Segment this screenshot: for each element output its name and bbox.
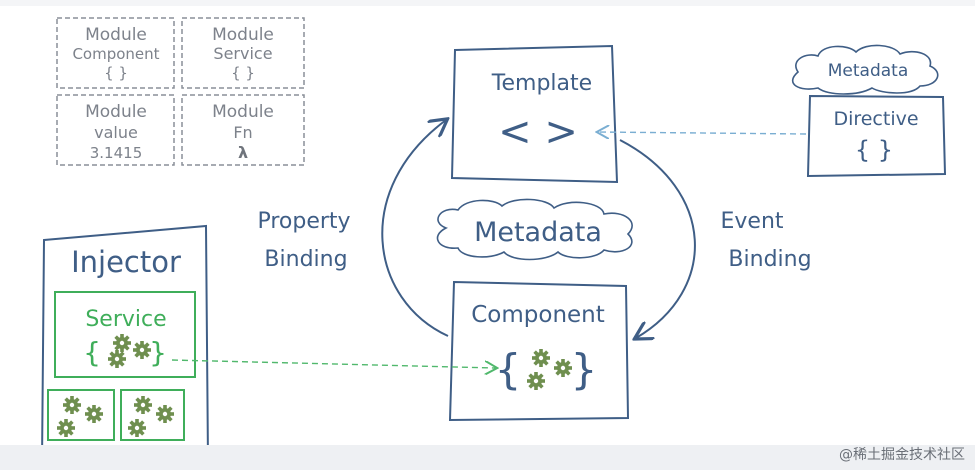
event-binding-arrow <box>619 139 696 338</box>
template-box: Template < > <box>450 44 619 184</box>
module-fn-line2: Fn <box>233 123 252 142</box>
module-value-line3: 3.1415 <box>90 144 143 162</box>
gear-icon <box>532 349 550 367</box>
module-component-box: Module Component { } <box>56 17 175 89</box>
module-fn-line1: Module <box>212 102 274 122</box>
module-component-line1: Module <box>85 25 147 45</box>
template-symbol: < > <box>498 109 578 155</box>
property-binding-arrow <box>381 120 448 337</box>
module-service-box: Module Service { } <box>181 17 305 89</box>
center-metadata-label: Metadata <box>474 217 602 248</box>
gear-icon <box>128 419 146 437</box>
gear-icon <box>113 334 131 352</box>
template-title: Template <box>491 71 592 96</box>
directive-symbol: { } <box>855 136 893 164</box>
event-binding-label-1: Event <box>720 209 783 234</box>
injector-instance-box-2 <box>120 389 185 441</box>
event-binding-label-2: Binding <box>728 247 811 272</box>
directive-to-template-arrow <box>598 132 807 134</box>
gear-icon <box>527 372 545 390</box>
component-open-brace-icon: { <box>495 345 522 394</box>
injector-title: Injector <box>71 245 181 279</box>
property-binding-label-1: Property <box>257 209 350 234</box>
module-component-line2: Component <box>72 45 159 63</box>
directive-metadata-cloud: Metadata <box>791 44 939 95</box>
top-strip <box>0 0 975 6</box>
service-close-brace-icon: } <box>149 336 167 369</box>
gear-icon <box>108 350 126 368</box>
directive-box: Directive { } <box>806 94 947 178</box>
service-open-brace-icon: { <box>83 336 101 369</box>
gear-icon <box>85 405 103 423</box>
module-service-line1: Module <box>212 25 274 45</box>
module-value-line2: value <box>94 123 138 142</box>
center-metadata-cloud: Metadata <box>436 198 633 261</box>
module-component-line3: { } <box>104 64 128 82</box>
module-fn-line3: λ <box>238 143 248 162</box>
injector-instance-box-1 <box>47 389 115 441</box>
gear-icon <box>554 359 572 377</box>
gear-icon <box>57 419 75 437</box>
gear-icon <box>156 405 174 423</box>
bottom-strip <box>0 445 975 470</box>
module-service-line3: { } <box>231 64 255 82</box>
directive-title: Directive <box>833 108 918 130</box>
service-to-component-arrow <box>171 359 496 368</box>
gear-icon <box>134 396 152 414</box>
component-box: Component { } <box>448 280 630 422</box>
module-fn-box: Module Fn λ <box>181 94 305 166</box>
module-value-box: Module value 3.1415 <box>56 94 175 166</box>
injector-service-box: Service { } <box>54 291 196 378</box>
module-value-line1: Module <box>85 102 147 122</box>
module-service-line2: Service <box>213 44 272 63</box>
injector-service-label: Service <box>85 307 166 332</box>
gear-icon <box>133 341 151 359</box>
directive-cloud-label: Metadata <box>828 61 909 81</box>
gear-icon <box>63 396 81 414</box>
component-close-brace-icon: } <box>571 345 598 394</box>
component-title: Component <box>471 302 605 328</box>
watermark-text: @稀土掘金技术社区 <box>839 447 965 463</box>
property-binding-label-2: Binding <box>264 247 347 272</box>
